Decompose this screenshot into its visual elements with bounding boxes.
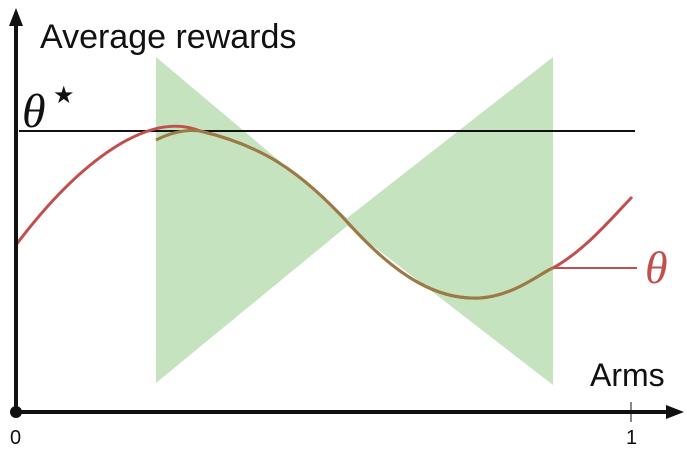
tick-zero-label: 0 bbox=[10, 427, 21, 449]
theta-star-label: θ bbox=[22, 85, 46, 138]
origin-dot bbox=[10, 406, 22, 418]
reward-curve-overlap bbox=[155, 129, 554, 300]
x-axis-arrow bbox=[666, 405, 684, 419]
confidence-region-left bbox=[156, 57, 352, 383]
tick-one-label: 1 bbox=[626, 427, 637, 449]
x-axis-label: Arms bbox=[590, 357, 665, 393]
y-axis-arrow bbox=[9, 8, 23, 26]
confidence-region-right bbox=[342, 57, 553, 385]
theta-star-superscript: ★ bbox=[53, 82, 75, 109]
y-axis-label: Average rewards bbox=[40, 18, 296, 56]
theta-label: θ bbox=[645, 242, 668, 293]
